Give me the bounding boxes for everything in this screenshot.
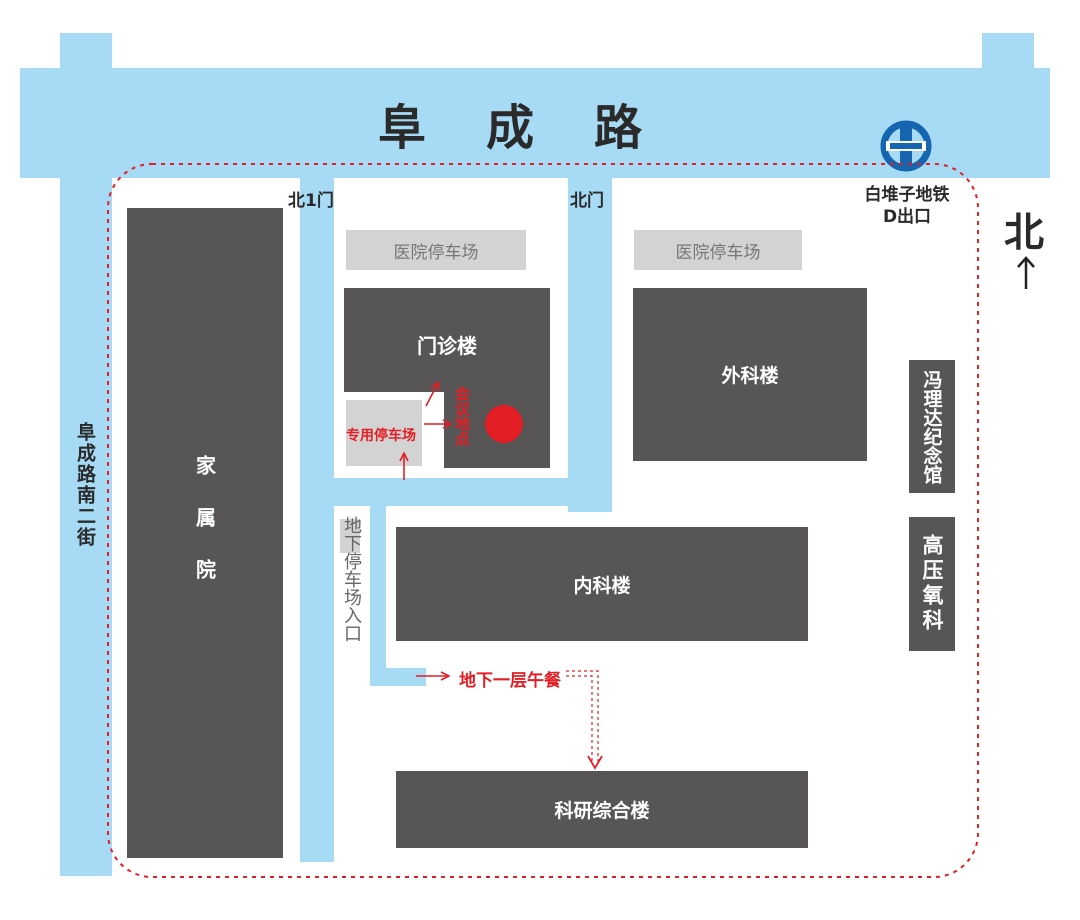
building-family-compound-label: 家属院 [192,455,217,611]
parking-lot-dedicated-label: 专用停车场 [346,428,416,444]
parking-lot-hospital-1: 医院停车场 [346,230,526,270]
building-hyperbaric: 高压氧科 [909,517,955,651]
arrow-up-icon [1014,255,1038,291]
lunch-to-research-path-inner [566,675,593,764]
underground-parking-entrance-label: 地下停车场入口 [341,516,362,642]
venue-location-dot-icon [485,405,523,443]
internal-road-lower-left [370,506,386,686]
gate-label-north: 北门 [570,191,604,211]
internal-road-north [568,170,612,512]
lunch-annotation-label: 地下一层午餐 [459,671,561,691]
building-family-compound: 家属院 [127,208,283,858]
road-fucheng-south-2nd-street [60,170,112,876]
building-research: 科研综合楼 [396,771,808,848]
road-fucheng-horizontal [20,68,1050,178]
building-memorial: 冯理达纪念馆 [909,360,955,493]
metro-label-line2: D出口 [882,207,932,227]
building-surgery: 外科楼 [633,288,867,461]
venue-marker-label: 会议地点 [453,386,471,446]
building-outpatient: 门诊楼 [344,288,550,392]
lunch-to-research-path-icon [566,670,599,764]
gate-label-north1: 北1门 [288,191,334,211]
compass-north-label: 北 [1004,210,1044,256]
road-label-fucheng: 阜成路 [378,100,703,156]
road-left-stub [60,33,112,78]
lunch-to-research-arrowhead-icon [587,755,603,770]
parking-lot-hospital-2: 医院停车场 [634,230,802,270]
building-research-label: 科研综合楼 [554,800,650,822]
building-internal-medicine-label: 内科楼 [573,574,631,597]
building-outpatient-label: 门诊楼 [417,334,477,358]
internal-road-north1 [300,170,334,862]
building-surgery-label: 外科楼 [721,365,779,387]
building-internal-medicine: 内科楼 [396,527,808,641]
metro-label-line1: 白堆子地铁 [864,185,950,205]
road-label-side-street: 阜成路南二街 [74,422,96,548]
building-memorial-label: 冯理达纪念馆 [920,369,943,484]
beijing-subway-logo-icon [876,120,936,172]
internal-road-lunch-spur [370,668,426,686]
building-hyperbaric-label: 高压氧科 [920,534,944,634]
road-right-stub [982,33,1034,78]
internal-road-connector [300,478,612,506]
metro-label: 白堆子地铁 D出口 [832,184,982,228]
